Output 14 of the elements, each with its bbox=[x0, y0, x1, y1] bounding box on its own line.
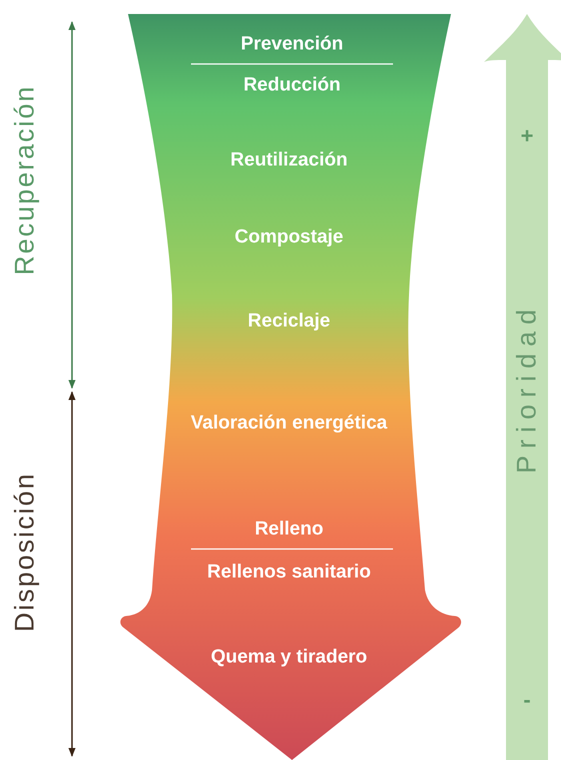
range-label: Disposición bbox=[10, 472, 40, 632]
level-label: Relleno bbox=[254, 518, 324, 542]
level-label: Prevención bbox=[240, 32, 344, 56]
level-label: Quema y tiradero bbox=[210, 646, 368, 670]
axis-label: Prioridad bbox=[512, 302, 542, 474]
level-label: Reciclaje bbox=[246, 310, 332, 334]
level-label: Reducción bbox=[242, 74, 342, 98]
range-label: Recuperación bbox=[10, 84, 40, 276]
level-label: Rellenos sanitario bbox=[206, 560, 372, 584]
level-label: Valoración energética bbox=[190, 412, 388, 436]
plus-sign: + bbox=[520, 123, 534, 149]
level-label: Compostaje bbox=[234, 226, 344, 250]
minus-sign: - bbox=[523, 687, 531, 713]
level-label: Reutilización bbox=[229, 148, 349, 172]
